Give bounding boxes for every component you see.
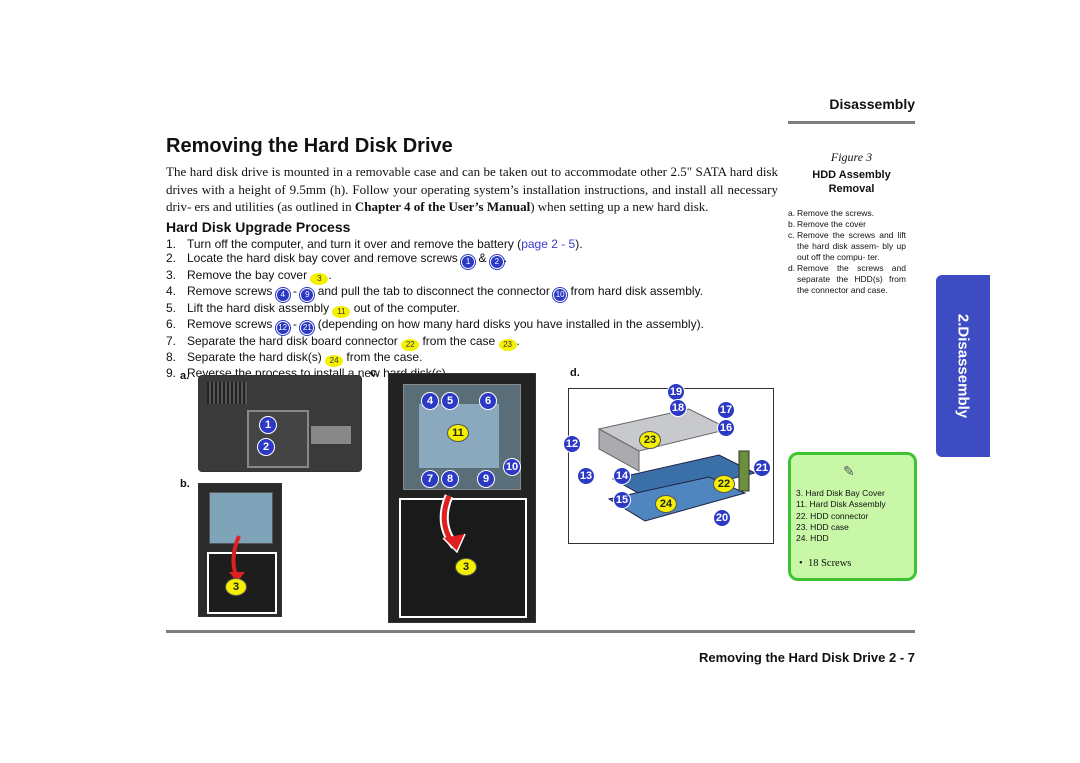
pencil-icon: ✎	[843, 463, 855, 479]
callout-17: 17	[717, 401, 735, 419]
intro-text-1: The hard disk drive is mounted in a remo…	[166, 164, 778, 214]
removal-arrow-icon	[439, 494, 466, 554]
callout-13: 13	[577, 467, 595, 485]
step-item: 5.Lift the hard disk assembly 11 out of …	[166, 300, 460, 318]
intro-paragraph: The hard disk drive is mounted in a remo…	[166, 163, 778, 216]
figure-title: HDD Assembly Removal	[812, 169, 891, 195]
callout-16: 16	[717, 419, 735, 437]
page-footer: Removing the Hard Disk Drive 2 - 7	[698, 650, 915, 665]
callout-badge: 10	[553, 287, 568, 302]
step-item: 8.Separate the hard disk(s) 24 from the …	[166, 349, 423, 367]
panel-label-b: b.	[180, 478, 190, 490]
callout-7: 7	[421, 470, 439, 488]
callout-badge: 22	[401, 338, 420, 351]
figure-notes: a.Remove the screws. b.Remove the cover …	[788, 208, 906, 296]
callout-15: 15	[613, 491, 631, 509]
panel-label-d: d.	[570, 367, 580, 379]
callout-14: 14	[613, 467, 631, 485]
callout-badge: 4	[275, 287, 290, 302]
section-heading: Hard Disk Upgrade Process	[166, 219, 351, 235]
figure-note: d.Remove the screws and separate the HDD…	[788, 263, 906, 295]
callout-1: 1	[259, 416, 277, 434]
screw-count: • 18 Screws	[799, 558, 852, 569]
step-item: 3.Remove the bay cover 3.	[166, 267, 332, 285]
callout-9: 9	[477, 470, 495, 488]
callout-badge: 9	[300, 287, 315, 302]
photo-hdd-exploded: 19 18 17 16 12 13 14 15 20 21 23 22 24	[563, 383, 774, 544]
figure-label: Figure 3	[830, 150, 873, 164]
callout-badge: 1	[461, 254, 476, 269]
callout-3: 3	[455, 558, 477, 576]
figure-note: b.Remove the cover	[788, 219, 866, 229]
hdd-in-bay	[209, 492, 273, 544]
removal-arrow-icon	[229, 535, 245, 582]
vent-grille	[207, 382, 247, 404]
intro-text-2: ) when setting up a new hard disk.	[530, 199, 709, 214]
callout-badge: 2	[489, 254, 504, 269]
step-item: 1.Turn off the computer, and turn it ove…	[166, 237, 583, 251]
callout-4: 4	[421, 392, 439, 410]
photo-bay-open: 3	[198, 483, 282, 617]
step-item: 7.Separate the hard disk board connector…	[166, 333, 520, 351]
note-item: 23. HDD case	[796, 521, 849, 532]
step-list: 1.Turn off the computer, and turn it ove…	[166, 237, 786, 381]
callout-12: 12	[563, 435, 581, 453]
note-item: 3. Hard Disk Bay Cover	[796, 488, 885, 498]
callout-21: 21	[753, 459, 771, 477]
step-item: 2.Locate the hard disk bay cover and rem…	[166, 251, 786, 269]
photo-laptop-bottom: 1 2	[198, 375, 362, 472]
intro-manual-ref: Chapter 4 of the User’s Manual	[354, 199, 531, 214]
note-item: 24. HDD	[796, 533, 829, 544]
photo-hdd-assembly: 4 5 6 11 10 7 8 9 3	[388, 373, 536, 623]
callout-20: 20	[713, 509, 731, 527]
note-item: 11. Hard Disk Assembly	[796, 499, 886, 510]
callout-5: 5	[441, 392, 459, 410]
callout-3: 3	[225, 578, 247, 596]
note-list: 3. Hard Disk Bay Cover 11. Hard Disk Ass…	[796, 488, 886, 544]
callout-badge: 23	[498, 338, 517, 351]
callout-18: 18	[669, 399, 687, 417]
callout-22: 22	[713, 475, 735, 493]
label-sticker	[311, 426, 351, 444]
figure-note: a.Remove the screws.	[788, 208, 874, 218]
note-box: ✎ 3. Hard Disk Bay Cover 11. Hard Disk A…	[788, 452, 917, 581]
callout-6: 6	[479, 392, 497, 410]
callout-badge: 3	[310, 272, 329, 285]
note-item: 22. HDD connector	[796, 510, 869, 521]
callout-badge: 24	[325, 354, 344, 367]
callout-24: 24	[655, 495, 677, 513]
callout-badge: 11	[332, 305, 351, 318]
callout-2: 2	[257, 438, 275, 456]
figure-caption: Figure 3 HDD Assembly Removal	[788, 150, 915, 196]
step-item: 6.Remove screws 12 - 21 (depending on ho…	[166, 317, 786, 335]
bay-cover-outline	[247, 410, 309, 468]
callout-10: 10	[503, 458, 521, 476]
callout-11: 11	[447, 424, 469, 442]
callout-23: 23	[639, 431, 661, 449]
footer-divider	[166, 630, 915, 633]
figure-note: c.Remove the screws and lift the hard di…	[788, 230, 906, 262]
section-header: Disassembly	[829, 96, 915, 112]
panel-label-a: a.	[180, 370, 190, 382]
callout-badge: 21	[300, 320, 315, 335]
callout-8: 8	[441, 470, 459, 488]
page-link[interactable]: page 2 - 5	[521, 237, 576, 251]
header-divider	[788, 121, 915, 124]
page-title: Removing the Hard Disk Drive	[166, 135, 453, 157]
step-item: 4.Remove screws 4 - 9 and pull the tab t…	[166, 284, 786, 302]
callout-badge: 12	[275, 320, 290, 335]
panel-label-c: c.	[370, 367, 380, 379]
chapter-tab-label: 2.Disassembly	[954, 313, 972, 419]
chapter-tab[interactable]: 2.Disassembly	[936, 275, 990, 457]
